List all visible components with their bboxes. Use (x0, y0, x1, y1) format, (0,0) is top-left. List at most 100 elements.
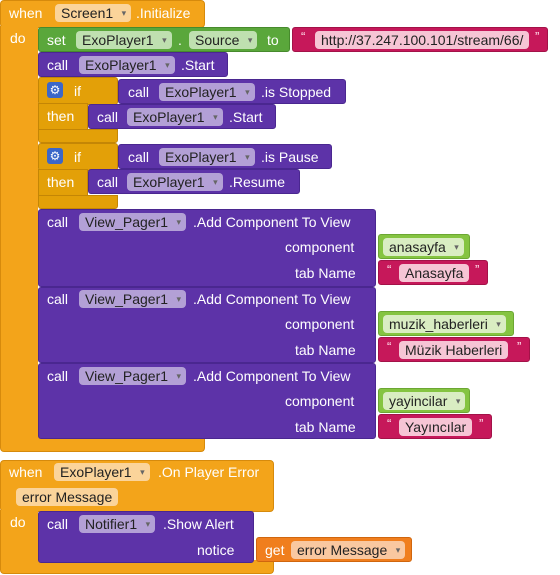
notice-param-label: notice (197, 542, 235, 558)
muzik-haberleri-component-block[interactable]: muzik_haberleri▾ (378, 311, 514, 336)
dropdown-arrow-icon: ▾ (176, 217, 182, 227)
set-label: set (47, 32, 66, 48)
dropdown-arrow-icon: ▾ (145, 519, 151, 529)
yayincilar-dropdown[interactable]: yayincilar▾ (383, 392, 466, 410)
on-player-error-label: .On Player Error (158, 464, 260, 480)
show-alert-method-label: .Show Alert (163, 516, 234, 532)
error-message-param[interactable]: error Message (16, 488, 119, 506)
quote-icon: “ (387, 262, 392, 277)
muzik-haberleri-text-block[interactable]: “ Müzik Haberleri ” (378, 337, 530, 362)
is-stopped-call-block[interactable]: call ExoPlayer1▾ .is Stopped (118, 79, 346, 104)
muzik-haberleri-dropdown[interactable]: muzik_haberleri▾ (383, 315, 506, 333)
call-label: call (128, 84, 150, 100)
dropdown-arrow-icon: ▾ (245, 152, 250, 162)
when-label: when (9, 464, 43, 480)
is-pause-method-label: .is Pause (261, 149, 319, 165)
get-error-message-block[interactable]: get error Message▾ (256, 537, 412, 562)
add-component-method-label: .Add Component To View (193, 291, 351, 307)
resume-method-label: .Resume (229, 174, 286, 190)
call-start-block[interactable]: call ExoPlayer1▾ .Start (38, 52, 228, 77)
on-player-error-event-block[interactable]: when ExoPlayer1▾ .On Player Error error … (0, 460, 274, 574)
quote-icon: “ (387, 339, 392, 354)
exoplayer-component-dropdown[interactable]: ExoPlayer1▾ (79, 56, 175, 74)
add-component-block-3[interactable]: call View_Pager1▾ .Add Component To View… (38, 363, 376, 439)
add-component-block-1[interactable]: call View_Pager1▾ .Add Component To View… (38, 209, 376, 287)
error-message-variable-dropdown[interactable]: error Message▾ (291, 541, 406, 559)
set-source-block[interactable]: set ExoPlayer1▾ . Source▾ to (38, 27, 290, 52)
dropdown-arrow-icon: ▾ (162, 35, 167, 45)
exoplayer-component-dropdown[interactable]: ExoPlayer1▾ (127, 108, 223, 126)
dropdown-arrow-icon: ▾ (165, 60, 170, 70)
quote-icon: ” (535, 29, 540, 44)
exoplayer-component-dropdown[interactable]: ExoPlayer1▾ (54, 463, 150, 481)
if-footer (38, 129, 118, 143)
to-label: to (267, 32, 279, 48)
url-text-field[interactable]: http://37.247.100.101/stream/66/ (315, 31, 530, 49)
dropdown-arrow-icon: ▾ (213, 177, 218, 187)
notifier-component-dropdown[interactable]: Notifier1▾ (79, 515, 156, 533)
component-param-label: component (285, 316, 355, 332)
call-label: call (47, 214, 69, 230)
anasayfa-text-field[interactable]: Anasayfa (399, 264, 470, 282)
component-param-label: component (285, 393, 355, 409)
add-component-method-label: .Add Component To View (193, 214, 351, 230)
if-pause-block[interactable]: ⚙ if then (38, 143, 278, 209)
quote-icon: ” (475, 262, 480, 277)
screen1-dropdown[interactable]: Screen1▾ (55, 4, 132, 22)
screen1-initialize-event-block[interactable]: when Screen1▾ .Initialize do (0, 0, 205, 452)
start-method-label: .Start (181, 57, 215, 73)
initialize-label: .Initialize (136, 5, 191, 21)
yayincilar-text-block[interactable]: “ Yayıncılar ” (378, 414, 492, 439)
anasayfa-text-block[interactable]: “ Anasayfa ” (378, 260, 488, 285)
if-label: if (74, 83, 81, 99)
add-component-method-label: .Add Component To View (193, 368, 351, 384)
yayincilar-component-block[interactable]: yayincilar▾ (378, 388, 470, 413)
call-label: call (97, 174, 119, 190)
dropdown-arrow-icon: ▾ (176, 294, 182, 304)
gear-icon[interactable]: ⚙ (47, 82, 63, 98)
if-footer (38, 195, 118, 209)
then-label: then (47, 108, 75, 124)
view-pager-component-dropdown[interactable]: View_Pager1▾ (79, 290, 187, 308)
dropdown-arrow-icon: ▾ (213, 112, 218, 122)
do-label: do (10, 514, 26, 530)
exoplayer-component-dropdown[interactable]: ExoPlayer1▾ (76, 31, 172, 49)
then-resume-call-block[interactable]: call ExoPlayer1▾ .Resume (88, 169, 300, 194)
dropdown-arrow-icon: ▾ (176, 371, 182, 381)
if-stopped-block[interactable]: ⚙ if then (38, 77, 278, 143)
then-start-call-block[interactable]: call ExoPlayer1▾ .Start (88, 104, 276, 129)
muzik-haberleri-text-field[interactable]: Müzik Haberleri (399, 341, 509, 359)
exoplayer-component-dropdown[interactable]: ExoPlayer1▾ (127, 173, 223, 191)
quote-icon: ” (517, 339, 522, 354)
add-component-block-2[interactable]: call View_Pager1▾ .Add Component To View… (38, 287, 376, 363)
get-label: get (265, 542, 285, 558)
source-property-dropdown[interactable]: Source▾ (189, 31, 258, 49)
call-label: call (47, 57, 69, 73)
yayincilar-text-field[interactable]: Yayıncılar (399, 418, 473, 436)
show-alert-block[interactable]: call Notifier1▾ .Show Alert notice (38, 511, 254, 563)
when-label: when (9, 5, 43, 21)
anasayfa-dropdown[interactable]: anasayfa▾ (383, 238, 464, 256)
exoplayer-component-dropdown[interactable]: ExoPlayer1▾ (159, 83, 255, 101)
if-left-band (38, 103, 88, 131)
tab-name-param-label: tab Name (295, 419, 356, 435)
quote-icon: ” (479, 416, 484, 431)
do-label: do (10, 30, 26, 46)
dropdown-arrow-icon: ▾ (454, 242, 459, 252)
start-method-label: .Start (229, 109, 263, 125)
is-stopped-method-label: .is Stopped (261, 84, 332, 100)
url-text-block[interactable]: “ http://37.247.100.101/stream/66/ ” (292, 27, 548, 52)
if-header (38, 143, 118, 171)
dropdown-arrow-icon: ▾ (121, 8, 127, 18)
then-label: then (47, 174, 75, 190)
dropdown-arrow-icon: ▾ (247, 35, 253, 45)
exoplayer-component-dropdown[interactable]: ExoPlayer1▾ (159, 148, 255, 166)
gear-icon[interactable]: ⚙ (47, 148, 63, 164)
anasayfa-component-block[interactable]: anasayfa▾ (378, 234, 470, 259)
call-label: call (128, 149, 150, 165)
is-pause-call-block[interactable]: call ExoPlayer1▾ .is Pause (118, 144, 332, 169)
event-left-band (0, 26, 38, 438)
view-pager-component-dropdown[interactable]: View_Pager1▾ (79, 213, 187, 231)
dropdown-arrow-icon: ▾ (140, 467, 145, 477)
view-pager-component-dropdown[interactable]: View_Pager1▾ (79, 367, 187, 385)
